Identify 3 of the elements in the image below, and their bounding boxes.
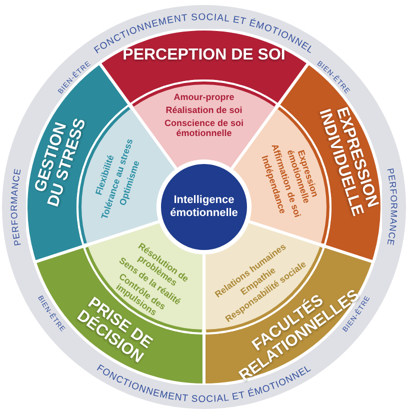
competency-label: Amour-propre [172, 92, 236, 102]
competency-label: Conscience de soi émotionnelle [163, 118, 245, 138]
competency-label: Réalisation de soi [164, 105, 244, 115]
